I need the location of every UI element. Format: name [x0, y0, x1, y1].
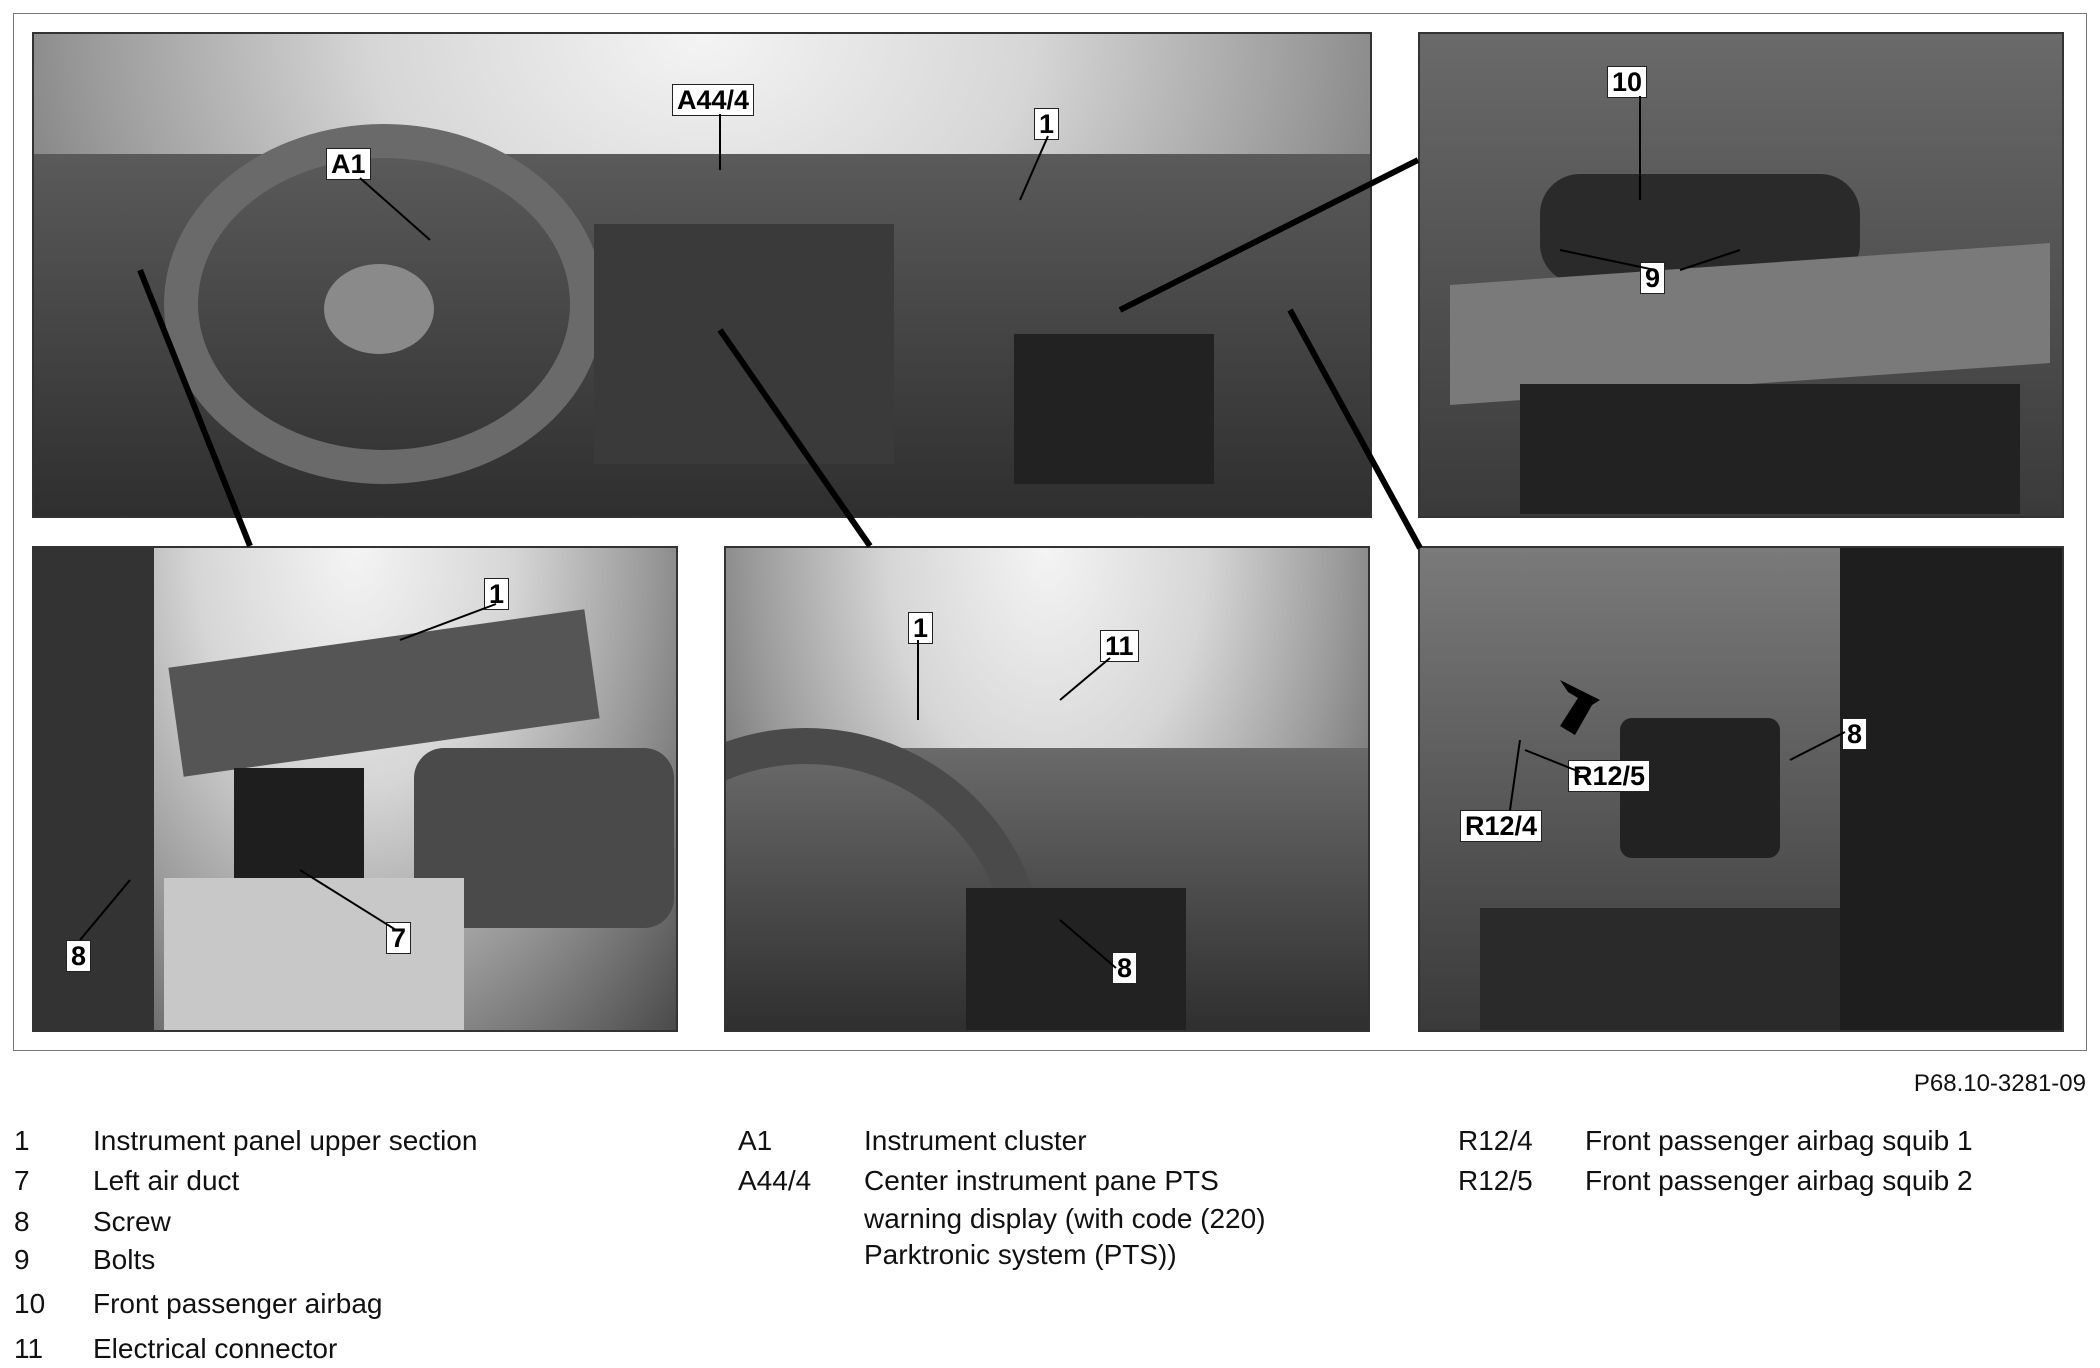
legend-value: Front passenger airbag squib 2 [1585, 1165, 1973, 1196]
legend-item-9: 9 Bolts [14, 1243, 694, 1279]
callout-a1: A1 [326, 148, 371, 180]
callout-a44-4: A44/4 [672, 84, 755, 116]
legend-item-7: 7 Left air duct [14, 1164, 694, 1200]
legend-item-10: 10 Front passenger airbag [14, 1287, 694, 1323]
legend-key: R12/4 [1458, 1125, 1533, 1156]
photo-squib [1418, 546, 2064, 1032]
callout-1-left: 1 [484, 578, 510, 610]
figure-reference: P68.10-3281-09 [1913, 1070, 2086, 1097]
legend-value: Instrument cluster [864, 1125, 1087, 1156]
legend-value: Front passenger airbag [93, 1288, 383, 1319]
figure-frame [13, 13, 2087, 1051]
legend-key: 1 [14, 1125, 30, 1156]
legend-key: A1 [738, 1125, 773, 1156]
callout-8-center: 8 [1112, 952, 1138, 984]
legend-value: Instrument panel upper section [93, 1125, 478, 1156]
legend-key: 9 [14, 1244, 30, 1275]
callout-r12-5: R12/5 [1568, 760, 1651, 792]
legend-value: Left air duct [93, 1165, 240, 1196]
legend-key: R12/5 [1458, 1165, 1533, 1196]
legend-value: Bolts [93, 1244, 156, 1275]
legend-item-11: 11 Electrical connector [14, 1332, 694, 1368]
legend-value: Front passenger airbag squib 1 [1585, 1125, 1973, 1156]
legend-item-r12-5: R12/5 Front passenger airbag squib 2 [1458, 1164, 2078, 1200]
legend-item-1: 1 Instrument panel upper section [14, 1124, 694, 1160]
photo-left-duct [32, 546, 678, 1032]
legend-value: Screw [93, 1206, 171, 1237]
legend-item-a44-4: A44/4 Center instrument pane PTS warning… [738, 1164, 1418, 1274]
callout-1-overview: 1 [1034, 108, 1060, 140]
legend-key: 10 [14, 1288, 46, 1319]
callout-8-left: 8 [66, 940, 92, 972]
legend-item-a1: A1 Instrument cluster [738, 1124, 1418, 1160]
legend-value-line3: Parktronic system (PTS)) [864, 1239, 1177, 1270]
callout-8-squib: 8 [1842, 718, 1868, 750]
legend-key: A44/4 [738, 1165, 812, 1196]
photo-center [724, 546, 1370, 1032]
photo-airbag [1418, 32, 2064, 518]
callout-10: 10 [1607, 66, 1648, 98]
legend-value: Center instrument pane PTS [864, 1165, 1219, 1196]
callout-1-center: 1 [908, 612, 934, 644]
legend-value: Electrical connector [93, 1333, 338, 1364]
legend-value-line2: warning display (with code (220) [864, 1203, 1266, 1234]
legend-item-r12-4: R12/4 Front passenger airbag squib 1 [1458, 1124, 2078, 1160]
legend-key: 11 [14, 1333, 44, 1364]
callout-9: 9 [1640, 262, 1666, 294]
photo-overview [32, 32, 1372, 518]
callout-11: 11 [1100, 630, 1139, 662]
legend-key: 8 [14, 1206, 30, 1237]
callout-r12-4: R12/4 [1460, 810, 1543, 842]
callout-7: 7 [386, 922, 412, 954]
legend-item-8: 8 Screw [14, 1205, 694, 1241]
legend-key: 7 [14, 1165, 30, 1196]
